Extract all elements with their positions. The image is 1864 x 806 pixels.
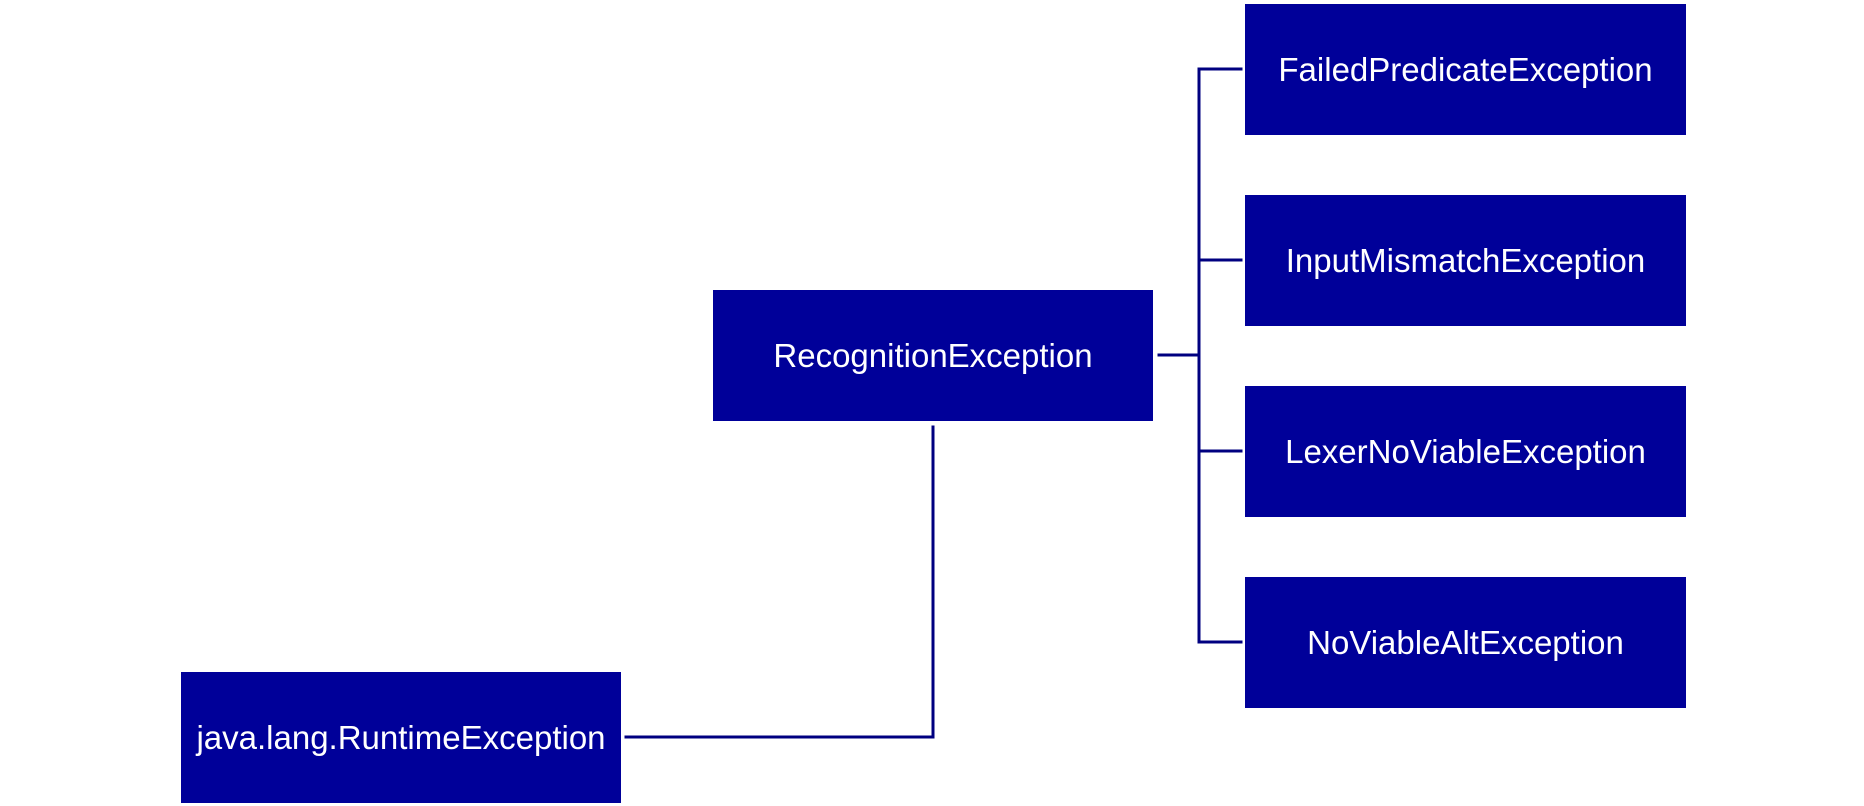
node-label: java.lang.RuntimeException bbox=[196, 718, 606, 756]
node-failed-predicate-exception: FailedPredicateException bbox=[1245, 4, 1686, 135]
node-input-mismatch-exception: InputMismatchException bbox=[1245, 195, 1686, 326]
node-recognition-exception: RecognitionException bbox=[713, 290, 1153, 421]
node-label: LexerNoViableException bbox=[1285, 432, 1646, 470]
node-label: FailedPredicateException bbox=[1278, 50, 1653, 88]
node-label: RecognitionException bbox=[773, 336, 1093, 374]
node-no-viable-alt-exception: NoViableAltException bbox=[1245, 577, 1686, 708]
node-runtime-exception: java.lang.RuntimeException bbox=[181, 672, 621, 803]
node-lexer-no-viable-exception: LexerNoViableException bbox=[1245, 386, 1686, 517]
node-label: NoViableAltException bbox=[1307, 623, 1624, 661]
node-label: InputMismatchException bbox=[1285, 241, 1646, 279]
